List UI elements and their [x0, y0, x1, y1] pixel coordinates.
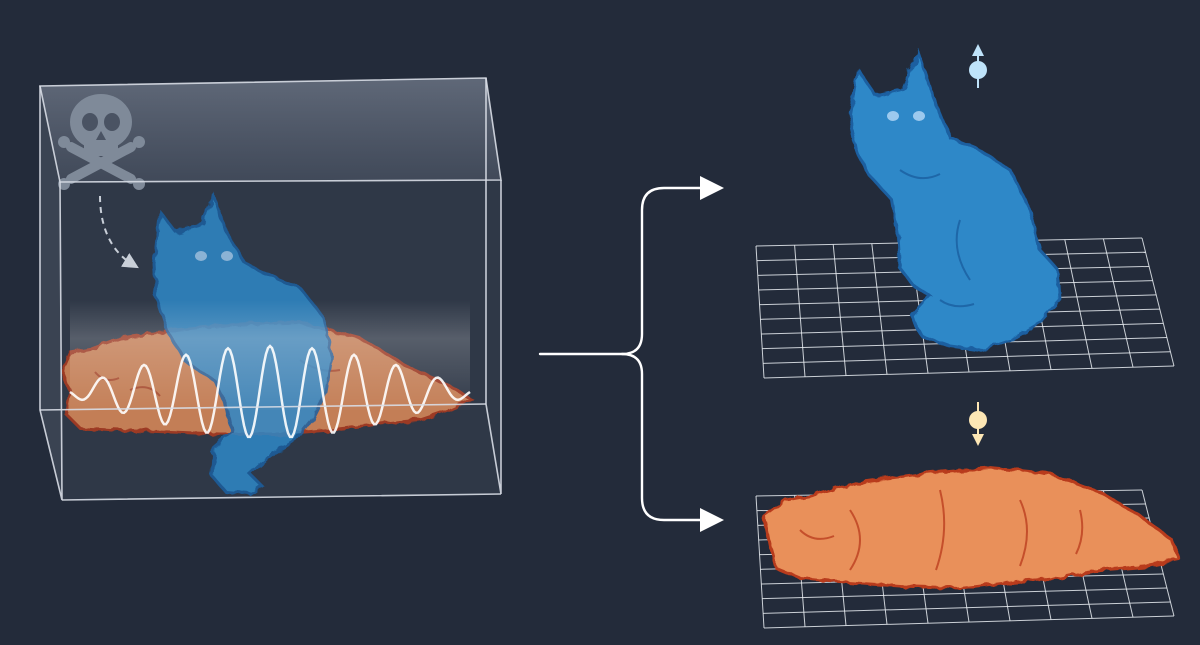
- superposition-box: [39, 77, 502, 501]
- sleeping-cat-on-grid: [755, 402, 1183, 629]
- grid-line: [763, 365, 1175, 379]
- box-back-face: [40, 78, 501, 182]
- awake-cat-on-grid: [755, 44, 1175, 379]
- sleeping-cat: [762, 466, 1183, 590]
- spin-up-arrow-icon: [969, 44, 987, 88]
- grid-line: [871, 243, 888, 375]
- awake-cat-eye-right: [913, 111, 925, 121]
- sleeping-cat-fur: [799, 489, 1084, 571]
- grid-line: [1141, 237, 1175, 367]
- branch-lower: [620, 352, 724, 532]
- grid-line: [755, 245, 765, 379]
- branch-stem: [538, 176, 724, 356]
- box-left-face: [40, 86, 62, 500]
- superposition-wave: [69, 344, 471, 439]
- grid-line: [763, 601, 1171, 614]
- awake-cat-fur: [899, 169, 975, 308]
- poison-path-arrow: [99, 195, 139, 269]
- grid-line: [763, 351, 1171, 364]
- spin-down-arrow-icon: [969, 402, 987, 446]
- box-edges: [39, 77, 502, 501]
- grid-line: [832, 244, 847, 376]
- wave-glow: [70, 300, 470, 410]
- grid-line: [794, 245, 806, 377]
- grid-line: [755, 495, 765, 629]
- grid-line: [1102, 238, 1134, 368]
- awake-cat: [848, 47, 1062, 352]
- grid-line: [1064, 239, 1093, 369]
- grid-line: [763, 615, 1175, 629]
- grid-line: [762, 587, 1167, 600]
- awake-cat-eye-left: [887, 111, 899, 121]
- branch-arrow: [538, 176, 724, 532]
